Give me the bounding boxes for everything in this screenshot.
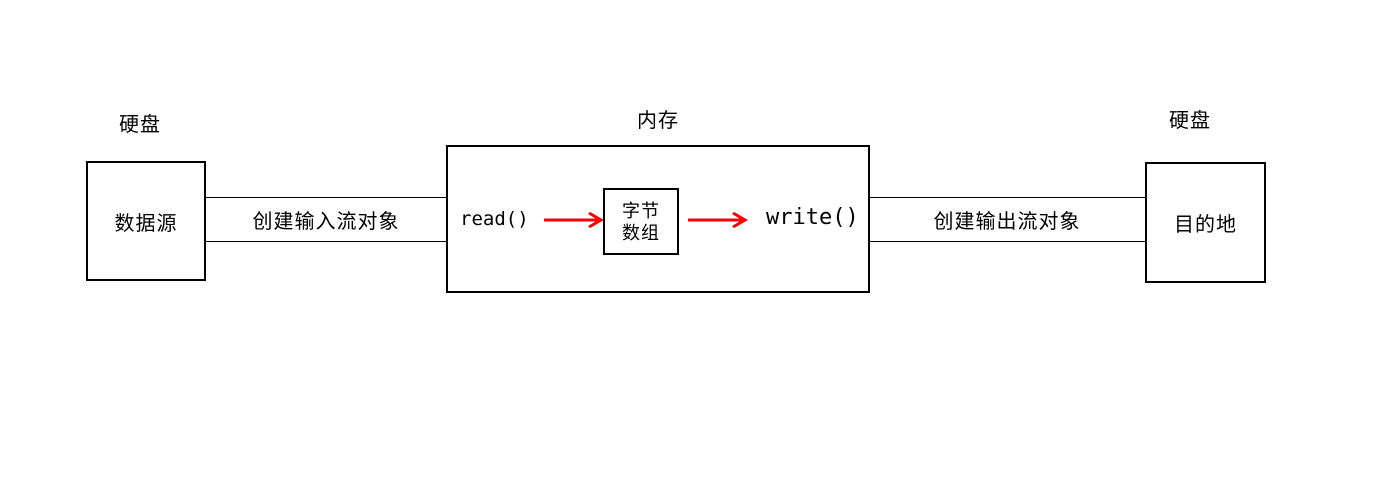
memory-box: read() 字节 数组 write()	[446, 145, 870, 293]
output-stream-pipe: 创建输出流对象	[869, 197, 1145, 242]
input-stream-pipe: 创建输入流对象	[206, 197, 446, 242]
memory-label: 内存	[637, 110, 679, 132]
left-disk-label: 硬盘	[119, 114, 161, 136]
data-source-box: 数据源	[86, 161, 206, 281]
byte-array-box: 字节 数组	[603, 188, 679, 255]
bytearray-to-write-arrow-icon	[688, 211, 748, 229]
destination-label: 目的地	[1174, 214, 1237, 236]
data-source-label: 数据源	[114, 212, 178, 235]
destination-box: 目的地	[1145, 162, 1266, 283]
byte-array-label-line2: 数组	[622, 222, 660, 243]
right-disk-label: 硬盘	[1169, 110, 1211, 132]
output-stream-pipe-label: 创建输出流对象	[933, 211, 1081, 233]
write-method-label: write()	[766, 205, 859, 230]
byte-array-label-line1: 字节	[622, 200, 660, 221]
input-stream-pipe-label: 创建输入流对象	[252, 211, 400, 233]
read-to-bytearray-arrow-icon	[544, 211, 604, 229]
read-method-label: read()	[460, 208, 529, 230]
